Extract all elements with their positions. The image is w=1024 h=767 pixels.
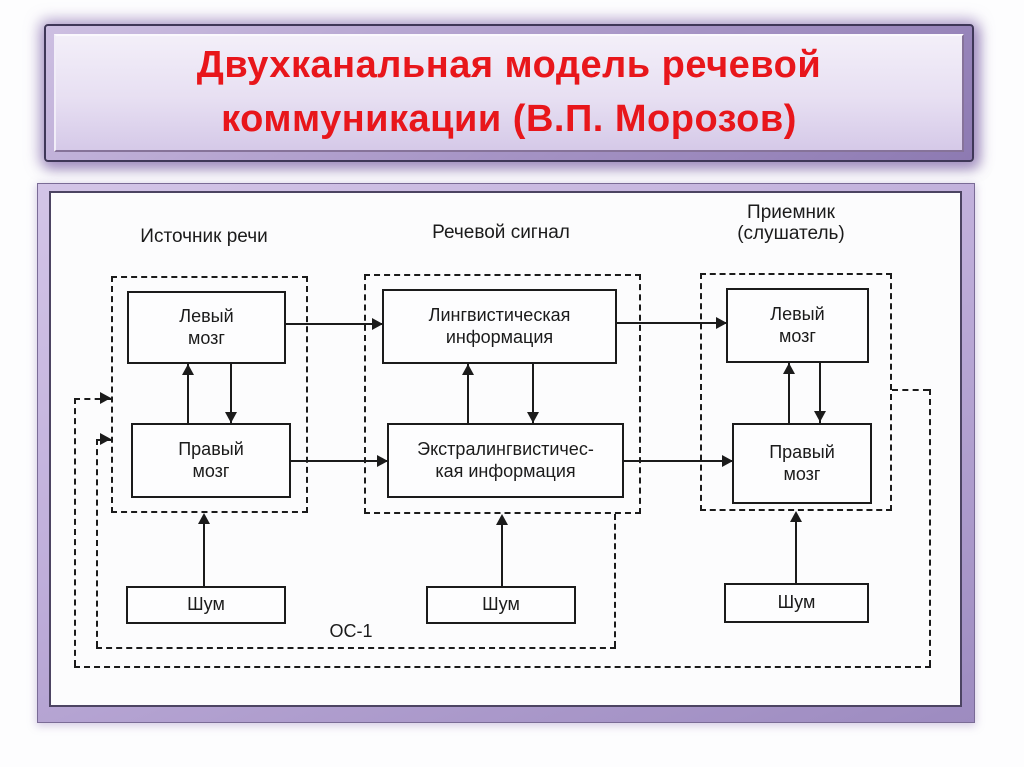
- container-speech-signal: [364, 274, 641, 514]
- header-receiver-listener: Приемник (слушатель): [737, 202, 845, 245]
- arrowhead-loop2-to-source: [100, 392, 111, 404]
- slide-title: Двухканальная модель речевой коммуникаци…: [196, 44, 822, 140]
- node-source-left-brain: Левый мозг: [127, 291, 286, 364]
- line-rcv-up: [788, 363, 790, 423]
- node-noise-source: Шум: [126, 586, 286, 624]
- arrowhead-linguistic-to-rcvleft: [716, 317, 727, 329]
- arrowhead-srcleft-to-linguistic: [372, 318, 383, 330]
- arrowhead-rcv-up: [783, 363, 795, 374]
- line-srcright-to-extralinguistic: [291, 460, 387, 462]
- arrowhead-noise-receiver: [790, 511, 802, 522]
- container-speech-source: [111, 276, 308, 513]
- node-noise-signal: Шум: [426, 586, 576, 624]
- diagram-panel-frame: Источник речи Речевой сигнал Приемник (с…: [37, 183, 975, 723]
- loop2-bottom-segment: [74, 666, 931, 668]
- node-extralinguistic-information: Экстралингвистичес- кая информация: [387, 423, 624, 498]
- node-noise-receiver: Шум: [724, 583, 869, 623]
- node-receiver-right-brain: Правый мозг: [732, 423, 872, 504]
- node-receiver-left-brain: Левый мозг: [726, 288, 869, 363]
- arrowhead-src-up: [182, 364, 194, 375]
- line-src-right-to-left: [187, 364, 189, 423]
- line-noise-signal: [501, 518, 503, 586]
- arrowhead-noise-source: [198, 513, 210, 524]
- arrowhead-extralinguistic-to-rcvright: [722, 455, 733, 467]
- title-banner: Двухканальная модель речевой коммуникаци…: [44, 24, 974, 162]
- loop2-top-segment: [892, 389, 929, 391]
- node-linguistic-information: Лингвистическая информация: [382, 289, 617, 364]
- title-banner-inner: Двухканальная модель речевой коммуникаци…: [54, 34, 964, 152]
- header-speech-signal: Речевой сигнал: [432, 222, 570, 243]
- arrowhead-noise-signal: [496, 514, 508, 525]
- arrowhead-src-down: [225, 412, 237, 423]
- loop1-bottom-segment: [96, 647, 616, 649]
- line-linguistic-to-rcvleft: [617, 322, 726, 324]
- arrowhead-srcright-to-extralinguistic: [377, 455, 388, 467]
- arrowhead-rcv-down: [814, 411, 826, 422]
- label-feedback-os1: ОС-1: [329, 621, 373, 641]
- diagram-canvas: Источник речи Речевой сигнал Приемник (с…: [49, 191, 962, 707]
- node-source-right-brain: Правый мозг: [131, 423, 291, 498]
- line-extralinguistic-to-rcvright: [624, 460, 732, 462]
- line-noise-source: [203, 517, 205, 586]
- line-noise-receiver: [795, 515, 797, 583]
- arrowhead-signal-down: [527, 412, 539, 423]
- arrowhead-loop1-to-source: [100, 433, 111, 445]
- line-rcv-down: [819, 363, 821, 423]
- arrowhead-signal-up: [462, 364, 474, 375]
- line-src-left-to-right: [230, 364, 232, 423]
- line-signal-up: [467, 364, 469, 423]
- line-srcleft-to-linguistic: [286, 323, 382, 325]
- line-signal-down: [532, 364, 534, 423]
- container-receiver: [700, 273, 892, 511]
- loop1-right-segment: [614, 514, 616, 647]
- header-speech-source: Источник речи: [140, 226, 268, 247]
- loop2-right-segment: [929, 389, 931, 666]
- loop2-entry-segment: [74, 398, 111, 400]
- loop1-left-segment: [96, 439, 98, 647]
- loop2-left-segment: [74, 398, 76, 666]
